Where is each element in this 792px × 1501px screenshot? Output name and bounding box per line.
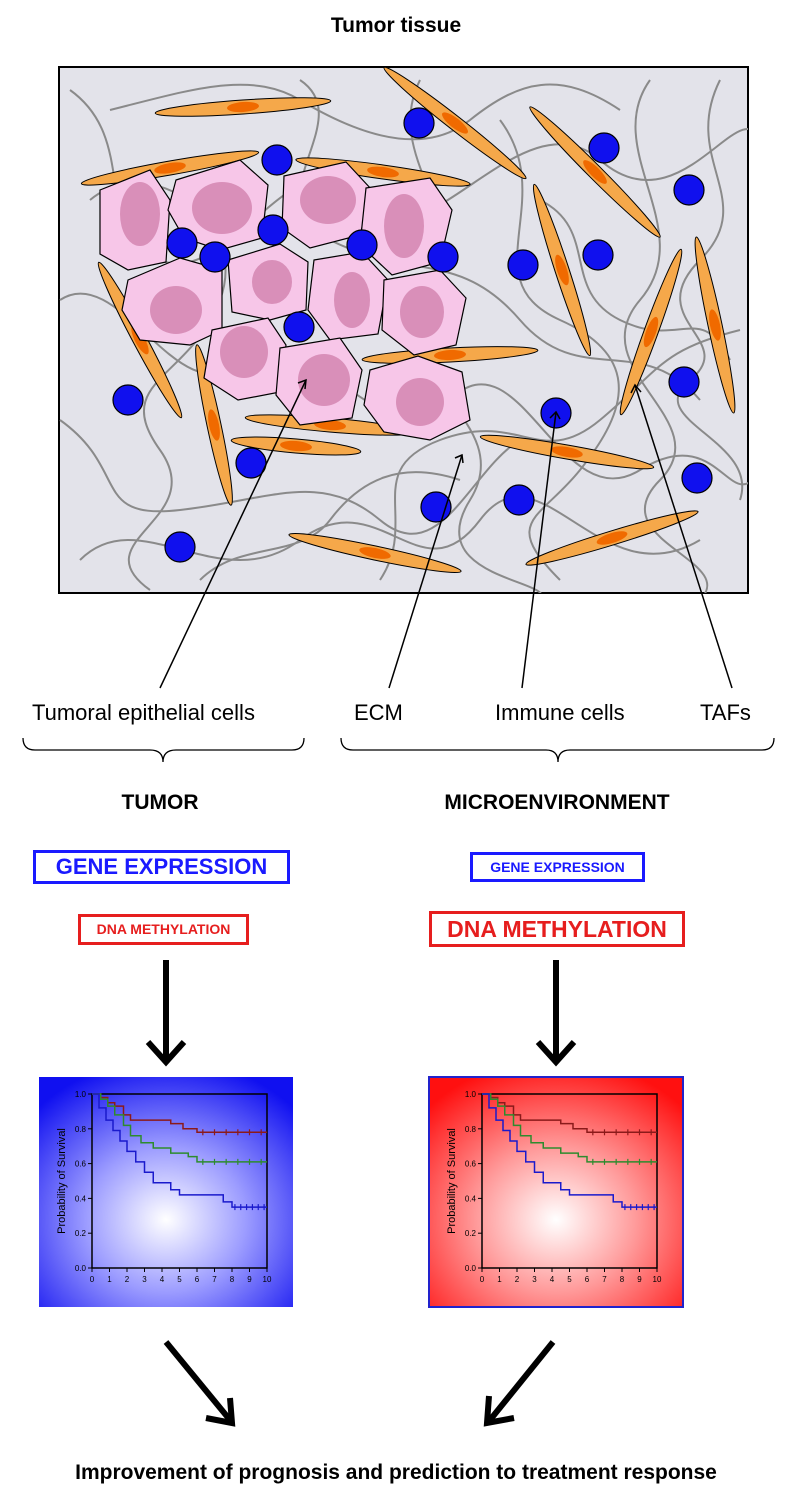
survival-curve xyxy=(92,1093,267,1134)
y-tick-label: 0.8 xyxy=(75,1125,87,1134)
diagonal-arrow-left xyxy=(163,1340,236,1427)
x-tick-label: 5 xyxy=(567,1275,572,1284)
x-tick-label: 8 xyxy=(230,1275,235,1284)
y-tick-label: 0.0 xyxy=(75,1264,87,1273)
y-axis-label: Probability of Survival xyxy=(56,1128,68,1234)
survival-chart-left: 0 1 2 3 4 5 6 7 8 9 10 0.0 0.2 0.4 0.6 0.8 1.0Probabilit… xyxy=(56,1090,272,1284)
pointer-arrowheads xyxy=(297,378,642,464)
x-tick-label: 2 xyxy=(125,1275,130,1284)
x-tick-label: 9 xyxy=(637,1275,642,1284)
y-tick-label: 0.4 xyxy=(465,1194,477,1203)
x-tick-label: 4 xyxy=(160,1275,165,1284)
x-tick-label: 1 xyxy=(107,1275,112,1284)
x-tick-label: 10 xyxy=(653,1275,662,1284)
x-tick-label: 10 xyxy=(263,1275,272,1284)
group-microenvironment: MICROENVIRONMENT xyxy=(444,791,670,814)
x-tick-label: 9 xyxy=(247,1275,252,1284)
y-tick-label: 1.0 xyxy=(75,1090,87,1099)
tumor-cells xyxy=(99,159,471,441)
x-tick-label: 3 xyxy=(532,1275,537,1284)
figure-title: Tumor tissue xyxy=(330,14,462,37)
diagonal-arrow-right xyxy=(483,1340,556,1427)
y-tick-label: 0.6 xyxy=(75,1160,87,1169)
x-tick-label: 0 xyxy=(480,1275,485,1284)
label-immune-cells: Immune cells xyxy=(495,700,625,725)
tumor-brace xyxy=(22,737,305,763)
x-tick-label: 3 xyxy=(142,1275,147,1284)
survival-curve xyxy=(92,1093,267,1163)
pointer-lines xyxy=(159,379,733,689)
y-tick-label: 0.2 xyxy=(465,1229,477,1238)
microenvironment-brace xyxy=(340,737,775,763)
x-tick-label: 0 xyxy=(90,1275,95,1284)
survival-curve xyxy=(482,1093,657,1208)
label-ecm: ECM xyxy=(354,700,403,725)
footer-conclusion: Improvement of prognosis and prediction … xyxy=(75,1461,717,1484)
survival-curve xyxy=(92,1093,267,1208)
y-tick-label: 0.2 xyxy=(75,1229,87,1238)
x-tick-label: 7 xyxy=(212,1275,217,1284)
label-tafs: TAFs xyxy=(700,700,751,725)
right-gene-expression-box: GENE EXPRESSION xyxy=(470,852,645,882)
y-tick-label: 0.4 xyxy=(75,1194,87,1203)
survival-chart-right: 0 1 2 3 4 5 6 7 8 9 10 0.0 0.2 0.4 0.6 0.8 1.0Probabilit… xyxy=(446,1090,662,1284)
immune-cells xyxy=(112,107,713,563)
left-gene-expression-box: GENE EXPRESSION xyxy=(33,850,290,884)
x-tick-label: 1 xyxy=(497,1275,502,1284)
y-tick-label: 1.0 xyxy=(465,1090,477,1099)
x-tick-label: 7 xyxy=(602,1275,607,1284)
x-tick-label: 4 xyxy=(550,1275,555,1284)
group-tumor: TUMOR xyxy=(121,791,199,814)
right-dna-methylation-box: DNA METHYLATION xyxy=(429,911,685,947)
y-axis-label: Probability of Survival xyxy=(446,1128,458,1234)
y-tick-label: 0.8 xyxy=(465,1125,477,1134)
x-tick-label: 5 xyxy=(177,1275,182,1284)
y-tick-label: 0.6 xyxy=(465,1160,477,1169)
x-tick-label: 2 xyxy=(515,1275,520,1284)
label-tumoral-epithelial-cells: Tumoral epithelial cells xyxy=(32,700,255,725)
y-tick-label: 0.0 xyxy=(465,1264,477,1273)
down-arrow-left xyxy=(145,960,187,1067)
left-dna-methylation-box: DNA METHYLATION xyxy=(78,914,249,945)
down-arrow-right xyxy=(535,960,577,1067)
survival-curve xyxy=(482,1093,657,1134)
x-tick-label: 6 xyxy=(195,1275,200,1284)
x-tick-label: 6 xyxy=(585,1275,590,1284)
x-tick-label: 8 xyxy=(620,1275,625,1284)
survival-curve xyxy=(482,1093,657,1163)
